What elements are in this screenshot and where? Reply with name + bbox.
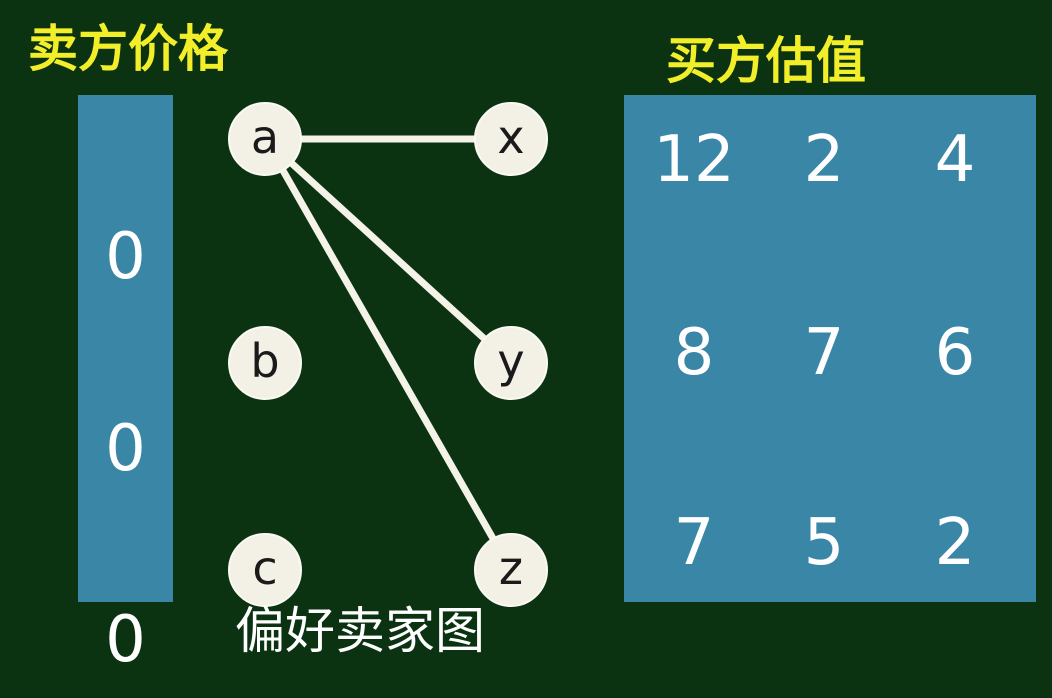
seller-label-b: b (250, 334, 279, 388)
valuation-cell: 2 (803, 123, 845, 197)
buyer-label-x: x (497, 110, 524, 164)
buyer-valuation-matrix: 12 2 4 8 7 6 7 5 2 (624, 95, 1036, 602)
buyer-node-y: y (474, 326, 548, 400)
seller-price-title: 卖方价格 (28, 20, 228, 78)
buyer-node-z: z (474, 533, 548, 607)
seller-label-c: c (252, 541, 277, 595)
graph-caption: 偏好卖家图 (235, 602, 485, 660)
valuation-cell: 12 (653, 123, 735, 197)
valuation-cell: 4 (934, 123, 976, 197)
valuation-cell: 7 (673, 506, 715, 580)
valuation-cell: 8 (673, 316, 715, 390)
valuation-cell: 6 (934, 316, 976, 390)
buyer-label-y: y (497, 334, 524, 388)
seller-price-panel: 0 0 0 (78, 95, 173, 672)
buyer-node-x: x (474, 102, 548, 176)
edge-a-y (286, 157, 490, 345)
valuation-cell: 5 (803, 506, 845, 580)
valuation-cell: 2 (934, 506, 976, 580)
buyer-valuation-title: 买方估值 (666, 32, 866, 90)
price-b: 0 (105, 412, 146, 486)
valuation-cell: 7 (803, 316, 845, 390)
seller-node-a: a (228, 102, 302, 176)
edge-a-z (277, 165, 499, 544)
graph-nodes: a b c x y z (228, 102, 548, 607)
seller-node-c: c (228, 533, 302, 607)
seller-label-a: a (251, 110, 279, 164)
price-c: 0 (105, 603, 146, 677)
buyer-label-z: z (499, 541, 523, 595)
seller-node-b: b (228, 326, 302, 400)
price-a: 0 (105, 220, 146, 294)
graph-edges (277, 135, 499, 544)
